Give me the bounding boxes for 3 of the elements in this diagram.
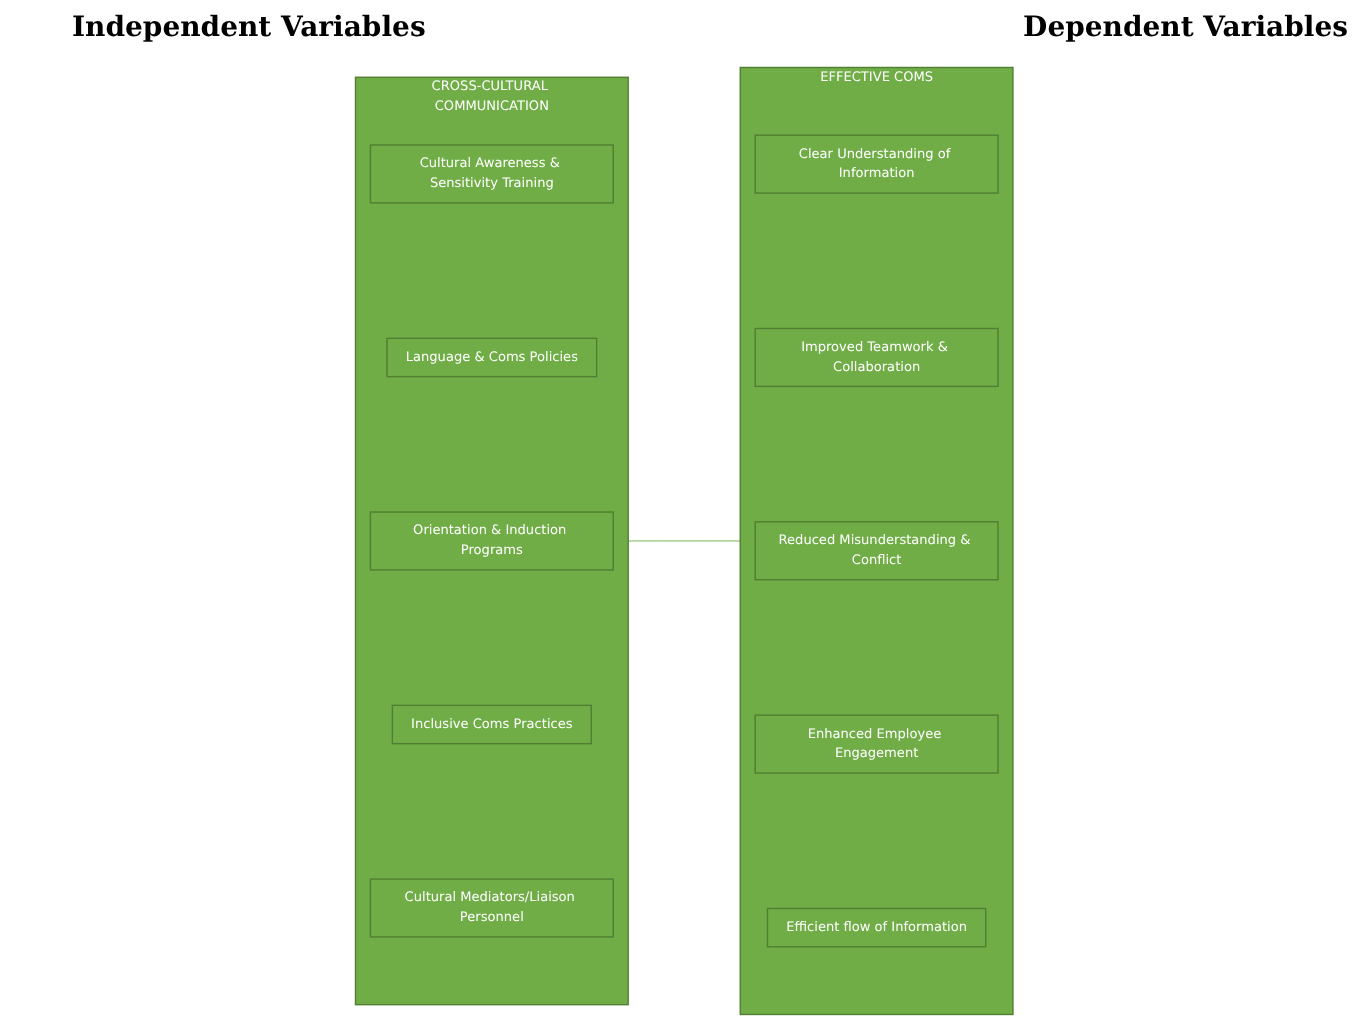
connector [627,540,741,542]
column-heading: Independent Variables [72,12,426,44]
column-heading: Dependent Variables [1023,12,1348,44]
